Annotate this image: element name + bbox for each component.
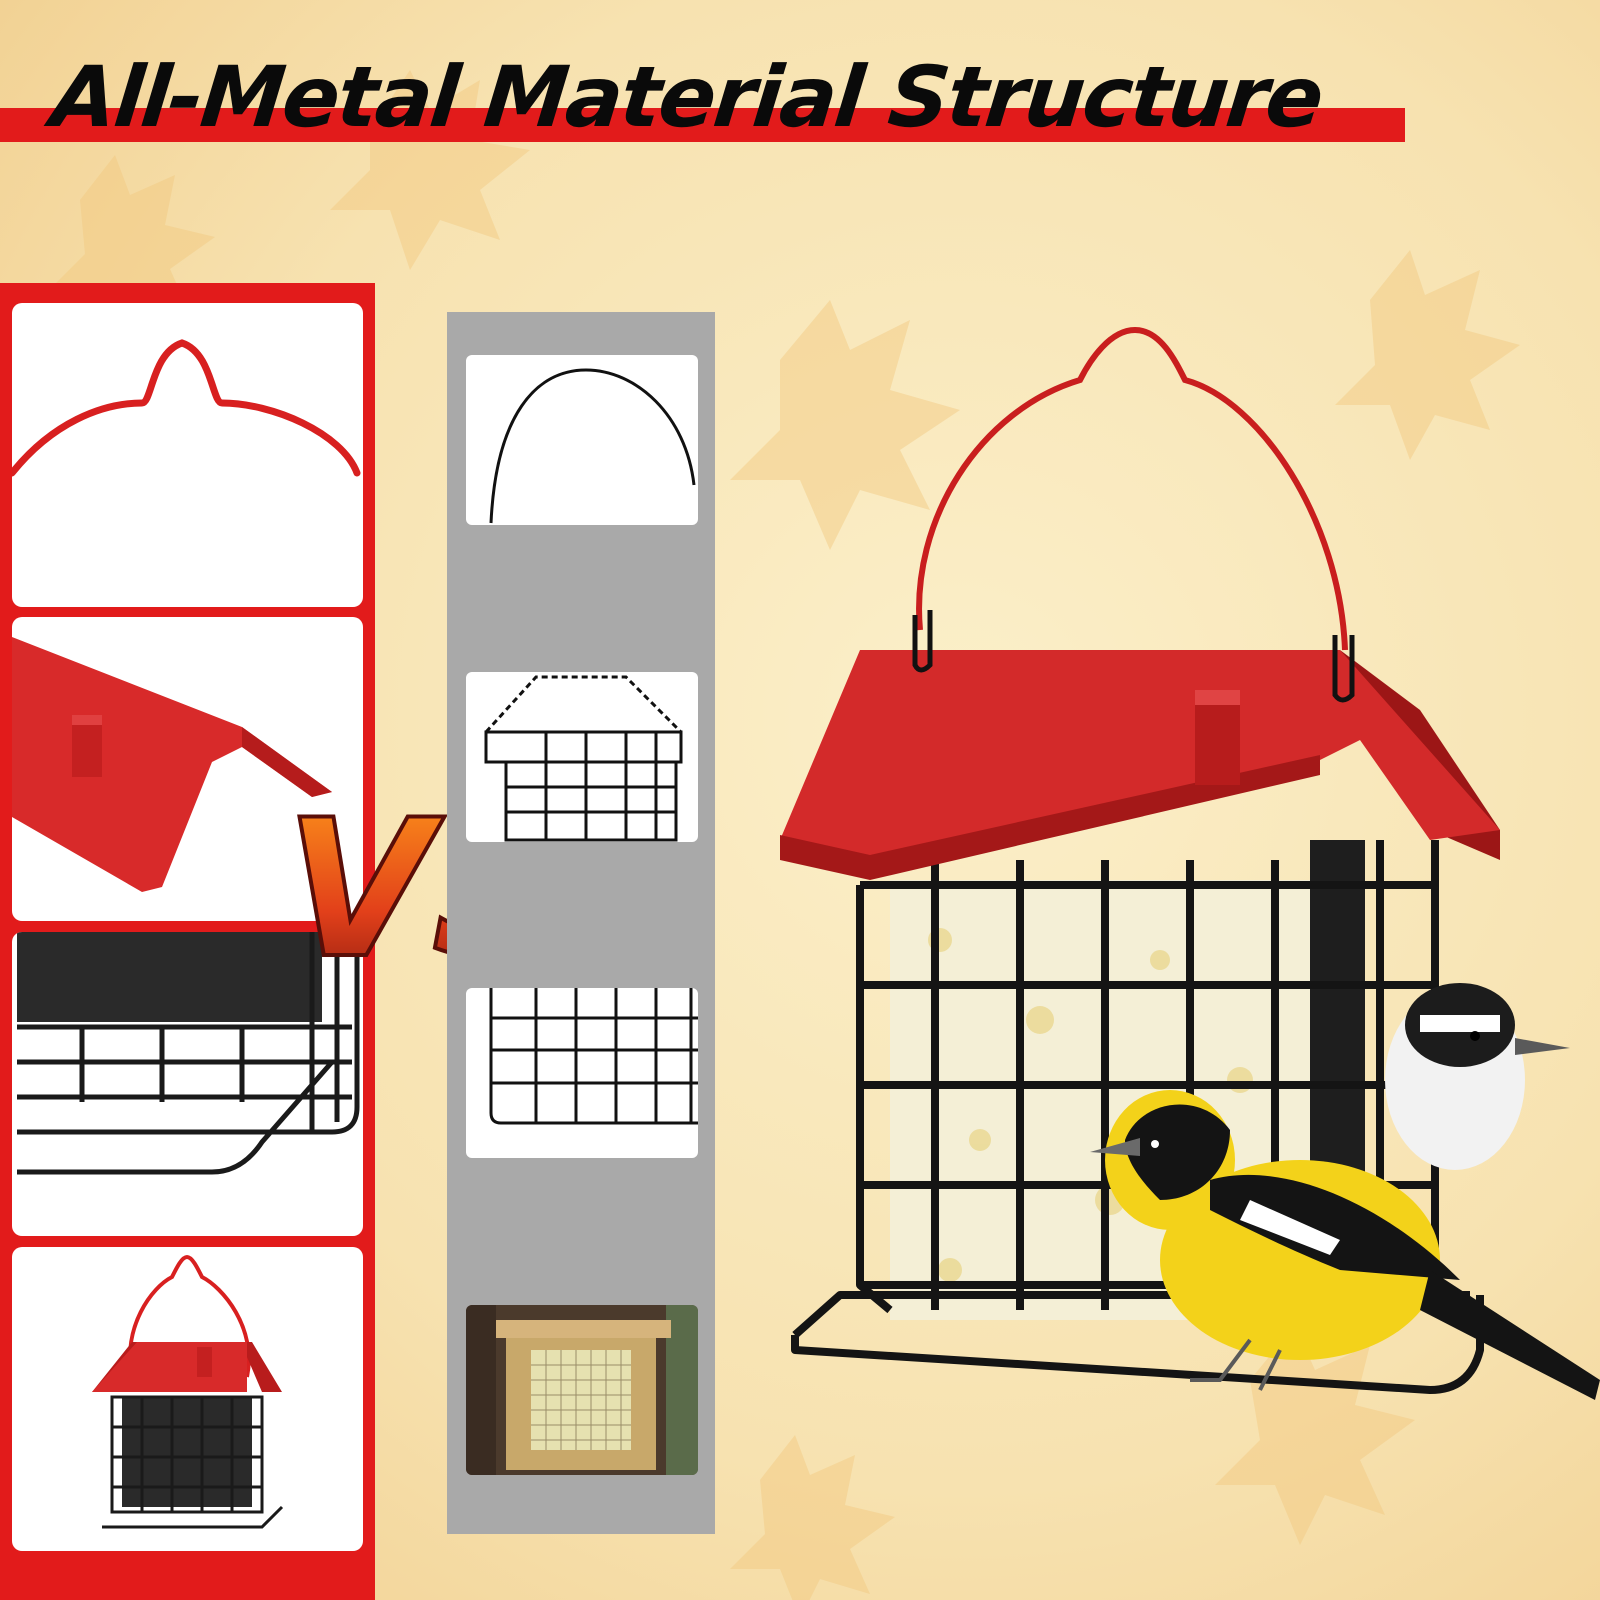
feature-card-cage bbox=[12, 932, 363, 1236]
oriole-bird bbox=[1090, 1090, 1600, 1400]
title-underline-bar bbox=[0, 108, 1405, 142]
feeder-roof bbox=[780, 650, 1500, 860]
feature-card-full-feeder bbox=[12, 1247, 363, 1551]
roof-chimney bbox=[1195, 695, 1240, 785]
feature-card-hook bbox=[12, 303, 363, 607]
wooden-feeder-illustration bbox=[466, 1305, 698, 1475]
woodpecker-bird bbox=[1385, 983, 1570, 1170]
red-hook-illustration bbox=[12, 339, 361, 477]
main-feeder-illustration bbox=[780, 326, 1600, 1400]
basic-cage-illustration bbox=[489, 988, 698, 1125]
feature-card-roof bbox=[12, 617, 363, 921]
black-cage-illustration bbox=[17, 932, 360, 1175]
page-title: All-Metal Material Structure bbox=[46, 48, 1327, 146]
chain-cage-illustration bbox=[484, 675, 683, 842]
comparison-card-wire bbox=[466, 355, 698, 525]
small-feeder-illustration bbox=[92, 1254, 284, 1529]
comparison-card-wooden bbox=[466, 1305, 698, 1475]
plain-wire-illustration bbox=[489, 368, 696, 524]
comparison-card-chain bbox=[466, 672, 698, 842]
feeder-hook bbox=[916, 326, 1348, 651]
red-roof-illustration bbox=[12, 637, 332, 892]
comparison-card-basic-cage bbox=[466, 988, 698, 1158]
